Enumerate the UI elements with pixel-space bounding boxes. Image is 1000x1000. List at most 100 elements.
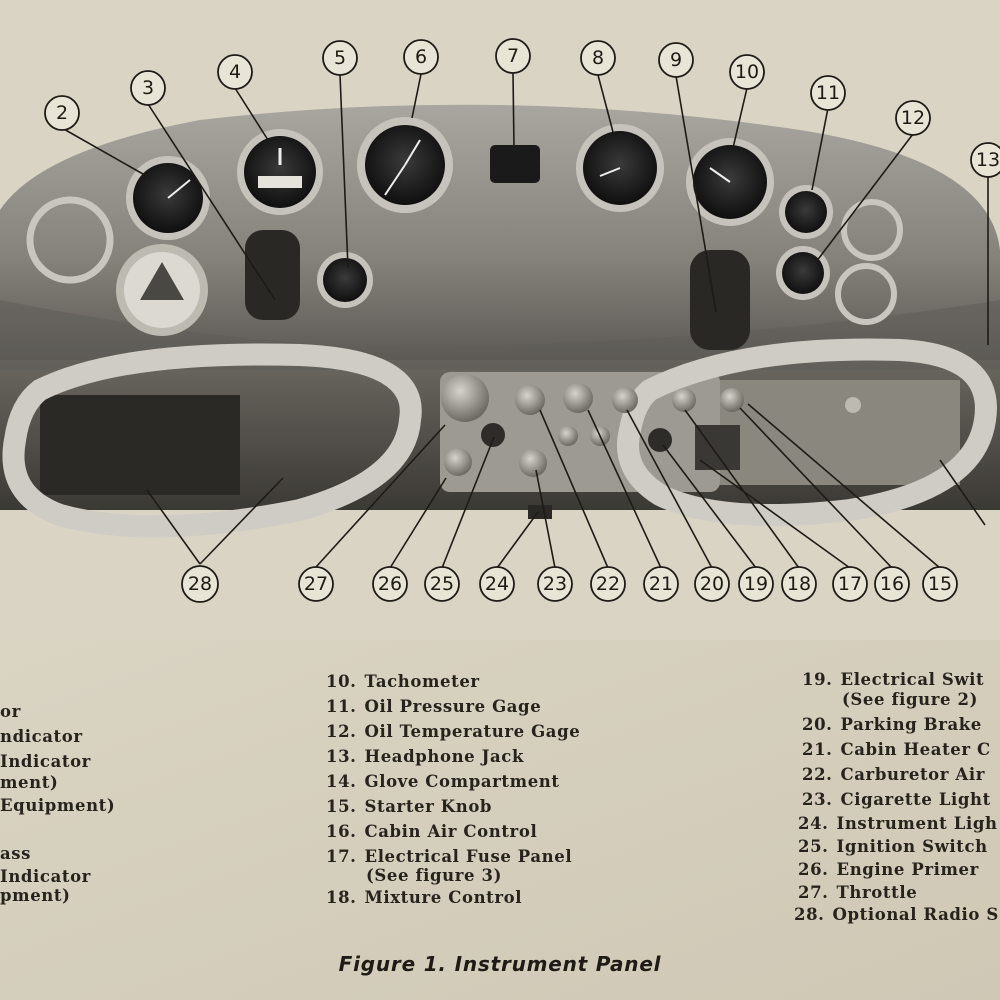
legend-item-19-sub: (See figure 2)	[842, 690, 978, 709]
small-knob-a	[558, 426, 578, 446]
legend-item-25: 25. Ignition Switch	[798, 837, 988, 856]
legend-item-20: 20. Parking Brake	[802, 715, 982, 734]
callout-15: 15	[928, 573, 952, 595]
radio-space	[40, 395, 240, 495]
gauge-small-center	[317, 252, 373, 308]
legend-left-item: ass	[0, 844, 32, 863]
legend-item-26: 26. Engine Primer	[798, 860, 979, 879]
callout-3: 3	[142, 77, 154, 99]
empty-hole-right-upper	[841, 199, 903, 261]
callout-4: 4	[229, 61, 241, 83]
legend-label: Optional Radio S	[832, 905, 999, 924]
legend-label: Ignition Switch	[836, 837, 988, 856]
legend-item-10: 10. Tachometer	[326, 672, 480, 691]
legend-left-item: pment)	[0, 886, 71, 905]
cabin-air-knob	[672, 388, 696, 412]
legend-item-28: 28. Optional Radio S	[794, 905, 999, 924]
legend-num: 20.	[802, 715, 833, 734]
legend-num: 15.	[326, 797, 357, 816]
left-control-wheel	[2, 343, 422, 538]
legend-num: 13.	[326, 747, 357, 766]
legend-item-17-sub: (See figure 3)	[366, 866, 502, 885]
legend-item-11: 11.Oil Pressure Gage	[326, 697, 541, 716]
callout-9: 9	[670, 49, 682, 71]
legend-num: 17.	[326, 847, 357, 866]
right-control-wheel	[617, 338, 997, 526]
legend-label: Mixture Control	[364, 888, 523, 907]
callout-28: 28	[188, 573, 212, 595]
callout-10: 10	[735, 61, 759, 83]
legend-label: Starter Knob	[364, 797, 493, 816]
legend-item-17: 17.Electrical Fuse Panel	[326, 847, 572, 866]
legend-label: Cabin Heater C	[840, 740, 991, 759]
legend-num: 26.	[798, 860, 829, 879]
callout-5: 5	[334, 47, 346, 69]
callout-12: 12	[901, 107, 925, 129]
legend-num: 21.	[802, 740, 833, 759]
legend-label: Engine Primer	[836, 860, 979, 879]
primer-knob	[444, 448, 472, 476]
legend-label: Cigarette Light	[840, 790, 991, 809]
callout-23: 23	[543, 573, 567, 595]
empty-hole-right-lower	[835, 263, 897, 325]
legend-label: (See figure 2)	[842, 690, 978, 709]
legend-item-14: 14.Glove Compartment	[326, 772, 560, 791]
callout-7: 7	[507, 45, 519, 67]
callout-8: 8	[592, 47, 604, 69]
legend-left-item: ment)	[0, 773, 59, 792]
legend-label: (See figure 3)	[366, 866, 502, 885]
fuse-panel	[695, 425, 740, 470]
starter-knob	[720, 388, 744, 412]
legend-label: Glove Compartment	[364, 772, 560, 791]
legend-num: 25.	[798, 837, 829, 856]
legend-label: Oil Temperature Gage	[364, 722, 581, 741]
legend-item-24: 24.Instrument Ligh	[798, 814, 998, 833]
legend-item-27: 27.Throttle	[798, 883, 917, 902]
legend-left-item: ndicator	[0, 727, 83, 746]
ignition-switch	[481, 423, 505, 447]
legend-num: 19.	[802, 670, 833, 689]
empty-hole-left	[26, 196, 114, 284]
legend-num: 24.	[798, 814, 829, 833]
callout-17: 17	[838, 573, 862, 595]
callout-18: 18	[787, 573, 811, 595]
gauge-turn-indicator	[116, 244, 208, 336]
callout-24: 24	[485, 573, 509, 595]
legend-item-22: 22.Carburetor Air	[802, 765, 985, 784]
legend-label: Parking Brake	[840, 715, 982, 734]
legend-label: Carburetor Air	[840, 765, 985, 784]
legend-left-item: or	[0, 702, 21, 721]
mixture-knob	[648, 428, 672, 452]
legend-num: 11.	[326, 697, 357, 716]
gauge-airspeed	[126, 156, 210, 240]
callout-2: 2	[56, 102, 68, 124]
legend-item-12: 12.Oil Temperature Gage	[326, 722, 580, 741]
callout-6: 6	[415, 46, 427, 68]
legend-num: 10.	[326, 672, 357, 691]
callout-13: 13	[976, 149, 1000, 171]
legend-label: Tachometer	[364, 672, 480, 691]
carb-air-knob	[515, 385, 545, 415]
legend-num: 23.	[802, 790, 833, 809]
legend-item-13: 13.Headphone Jack	[326, 747, 524, 766]
legend-item-21: 21. Cabin Heater C	[802, 740, 991, 759]
instrument-light-knob	[528, 505, 552, 519]
glove-latch	[845, 397, 861, 413]
gauge-oil-temperature	[776, 246, 830, 300]
callout-circles	[44, 38, 1000, 603]
gauge-clock	[357, 117, 453, 213]
legend-num: 28.	[794, 905, 825, 924]
legend-item-18: 18.Mixture Control	[326, 888, 522, 907]
callout-25: 25	[430, 573, 454, 595]
legend-item-16: 16.Cabin Air Control	[326, 822, 537, 841]
legend-label: Throttle	[836, 883, 918, 902]
throttle-knob	[441, 374, 489, 422]
gauge-oil-pressure	[779, 185, 833, 239]
callout-26: 26	[378, 573, 402, 595]
gauge-tachometer	[686, 138, 774, 226]
gauge-compass-slot	[490, 145, 540, 183]
legend-num: 16.	[326, 822, 357, 841]
legend-item-19: 19.Electrical Swit	[802, 670, 984, 689]
